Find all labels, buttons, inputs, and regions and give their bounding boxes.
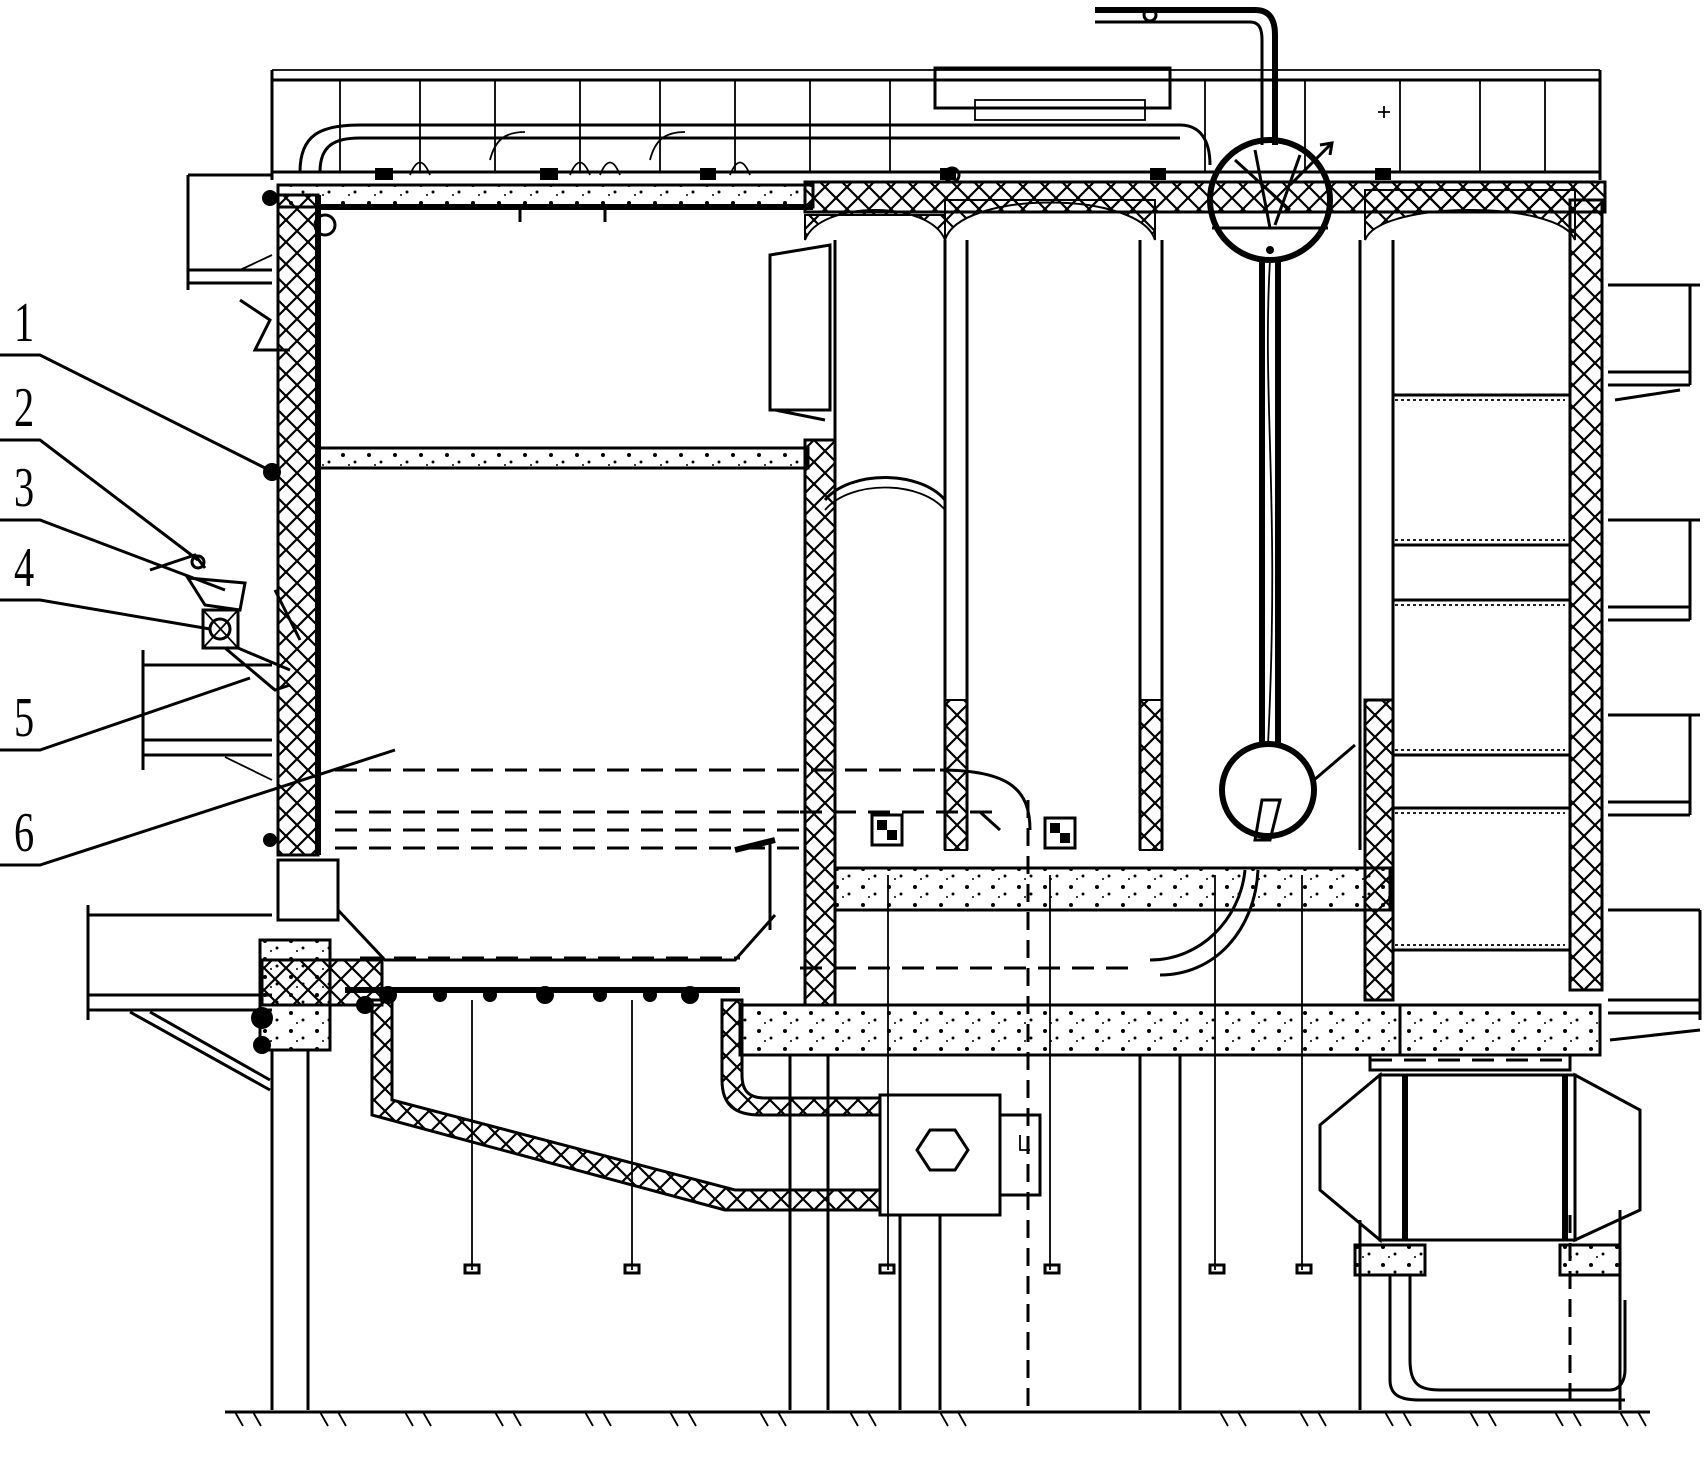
ref-label-2: 2 — [14, 377, 35, 439]
mud-drum — [1219, 741, 1356, 842]
roof-railing — [270, 66, 1602, 180]
furnace-hopper — [251, 837, 777, 1054]
air-preheater — [1318, 1053, 1642, 1402]
column-valves — [870, 813, 1077, 850]
downcomer-pipe — [1259, 259, 1281, 746]
furnace-mid-baffle — [316, 446, 810, 470]
fuel-feeder — [149, 553, 302, 692]
ref-label-4: 4 — [14, 537, 35, 599]
ref-label-6: 6 — [14, 802, 35, 864]
furnace-bed-lines — [335, 768, 1130, 970]
ref-label-3: 3 — [14, 457, 35, 519]
furnace-roof — [276, 183, 815, 222]
floor-slabs — [738, 866, 1602, 1057]
right-platforms — [1608, 283, 1702, 1042]
leader-lines — [0, 353, 396, 867]
bed-nozzle-row — [251, 986, 699, 1054]
furnace-left-wall — [258, 190, 340, 1052]
ref-label-5: 5 — [14, 687, 35, 749]
top-steam-pipe — [1095, 7, 1278, 145]
ref-label-1: 1 — [14, 292, 35, 354]
fan-box — [878, 1093, 1042, 1217]
left-platforms — [86, 173, 290, 1092]
boiler-bank — [768, 166, 1607, 1007]
ground-line — [225, 1410, 1650, 1427]
